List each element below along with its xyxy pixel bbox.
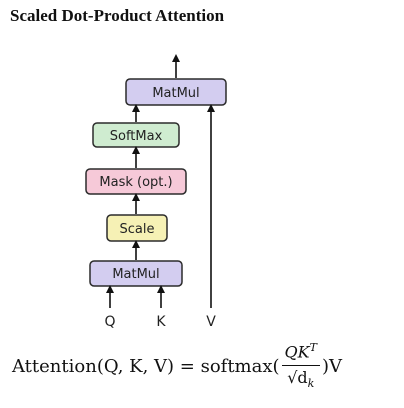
formula-numerator: QKT [281, 338, 320, 366]
q-label: Q [104, 314, 115, 330]
formula-numerator-text: QK [284, 342, 310, 362]
mask-label: Mask (opt.) [99, 175, 172, 190]
v-label: V [206, 314, 216, 330]
matmul-top-label: MatMul [152, 86, 199, 101]
matmul-top-box [125, 78, 227, 106]
formula-lhs: Attention(Q, K, V) = softmax( [12, 355, 280, 377]
softmax-label: SoftMax [110, 129, 163, 144]
formula-denominator-sub: k [307, 376, 315, 390]
formula-fraction: QKT √dk [281, 338, 320, 394]
formula-numerator-sup: T [309, 341, 317, 355]
attention-formula: Attention(Q, K, V) = softmax( QKT √dk )V [12, 338, 392, 394]
formula-denominator: √dk [287, 366, 314, 394]
scale-label: Scale [120, 222, 155, 237]
formula-rhs: )V [321, 355, 342, 377]
k-label: K [156, 314, 166, 330]
diagram-title: Scaled Dot-Product Attention [10, 6, 225, 25]
attention-diagram: MatMul SoftMax Mask (opt.) Scale MatMul … [85, 54, 227, 330]
matmul-bottom-label: MatMul [112, 267, 159, 282]
matmul-bottom-box [89, 260, 183, 287]
formula-denominator-text: √d [287, 367, 308, 387]
